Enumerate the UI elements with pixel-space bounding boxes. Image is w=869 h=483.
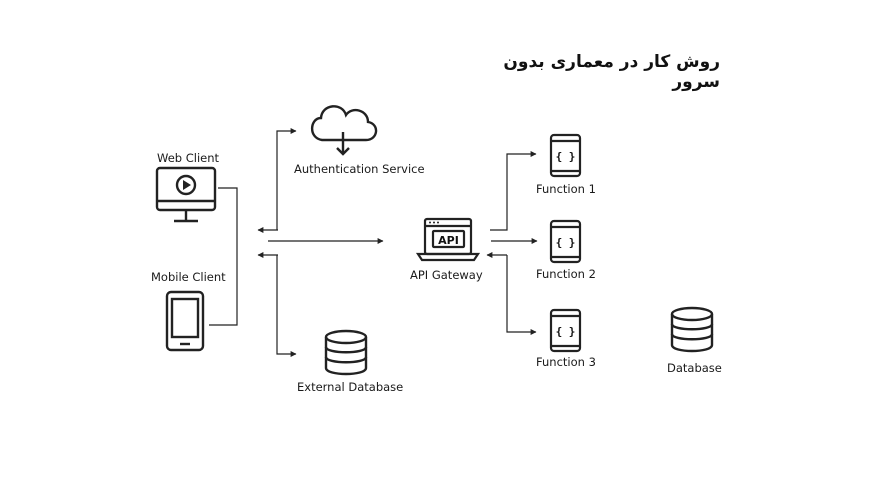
database-label: Database — [667, 361, 722, 375]
web-client-label: Web Client — [157, 151, 220, 165]
database-icon — [670, 306, 714, 353]
api-gateway-icon — [415, 217, 481, 262]
client-connector — [209, 187, 238, 326]
right-bracket-arrows — [486, 151, 538, 335]
external-db-label: External Database — [297, 380, 404, 394]
function-1-label: Function 1 — [536, 182, 596, 196]
diagram-title: روش کار در معماری بدون سرور — [503, 52, 720, 92]
api-gateway-label: API Gateway — [410, 268, 483, 282]
function-1-glyph: { } — [556, 150, 576, 163]
function-3-glyph: { } — [556, 325, 576, 338]
database-icon — [324, 329, 368, 376]
function-3-label: Function 3 — [536, 355, 596, 369]
cloud-download-icon — [310, 105, 378, 156]
function-2-label: Function 2 — [536, 267, 596, 281]
function-2-glyph: { } — [556, 236, 576, 249]
mobile-phone-icon — [165, 290, 205, 352]
monitor-icon — [155, 166, 217, 223]
function-2-icon — [549, 219, 582, 264]
left-bracket-arrows — [257, 128, 297, 357]
api-badge-label: API — [438, 234, 459, 247]
function-1-icon — [549, 133, 582, 178]
mobile-client-label: Mobile Client — [151, 270, 226, 284]
function-3-icon — [549, 308, 582, 353]
auth-service-label: Authentication Service — [294, 162, 425, 176]
